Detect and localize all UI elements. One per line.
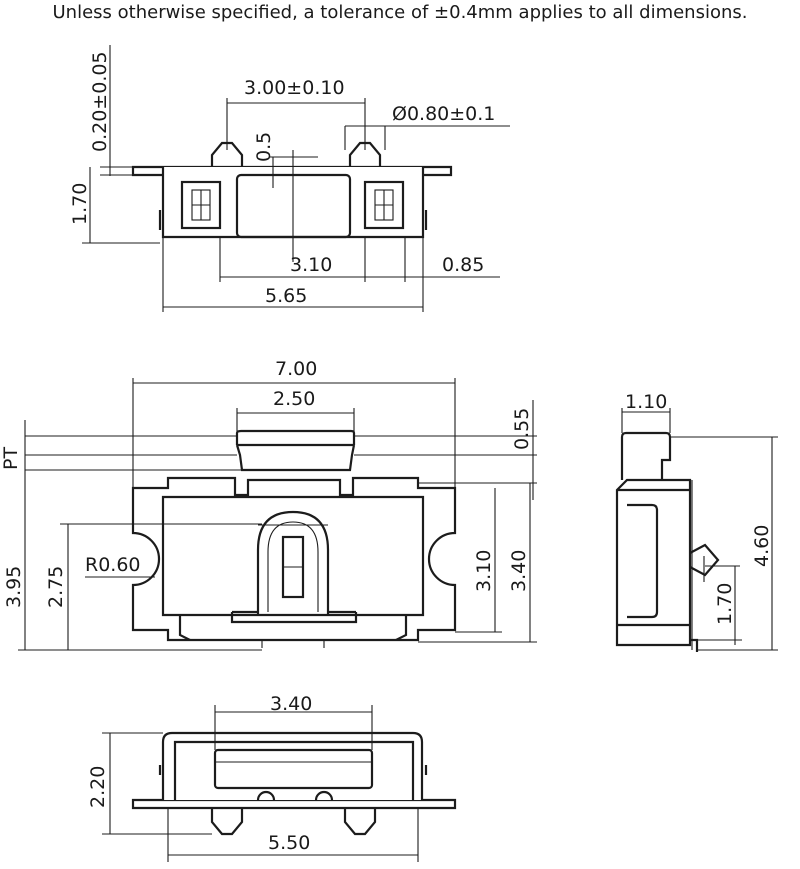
dim-inner: 3.10 xyxy=(290,254,332,276)
dim-small: 0.5 xyxy=(253,132,275,162)
dim-edge: 0.85 xyxy=(442,254,484,276)
dim-total-width: 7.00 xyxy=(275,358,317,380)
dim-travel: 0.55 xyxy=(511,408,533,450)
front-view: 7.00 2.50 PT 0.55 R0.60 3.95 2.75 xyxy=(0,358,537,651)
side-view: 1.10 4.60 1.70 xyxy=(615,391,778,652)
dim-width: 5.65 xyxy=(265,285,307,307)
dim-h4: 3.40 xyxy=(508,550,530,592)
dim-pitch: 3.00±0.10 xyxy=(244,77,345,99)
top-view: 0.20±0.05 3.00±0.10 Ø0.80±0.1 0.5 1.70 3… xyxy=(69,45,510,312)
dim-height: 1.70 xyxy=(69,183,91,225)
dim-side-top: 1.10 xyxy=(625,391,667,413)
dim-peg-diameter: Ø0.80±0.1 xyxy=(392,103,495,125)
dim-actuator: 2.50 xyxy=(273,388,315,410)
dim-radius: R0.60 xyxy=(85,554,141,576)
dim-side-peg: 1.70 xyxy=(714,583,736,625)
dim-h1: 3.95 xyxy=(3,566,25,608)
tolerance-note: Unless otherwise specified, a tolerance … xyxy=(52,2,748,23)
dim-pt: PT xyxy=(0,447,22,470)
dim-h2: 2.75 xyxy=(45,566,67,608)
bottom-view: 3.40 2.20 5.50 xyxy=(87,693,457,862)
dim-h3: 3.10 xyxy=(473,550,495,592)
dim-side-total: 4.60 xyxy=(751,525,773,567)
dim-bottom-width: 5.50 xyxy=(268,832,310,854)
dim-thickness: 0.20±0.05 xyxy=(89,51,111,152)
dim-bottom-height: 2.20 xyxy=(87,766,109,808)
dim-bottom-actuator: 3.40 xyxy=(270,693,312,715)
